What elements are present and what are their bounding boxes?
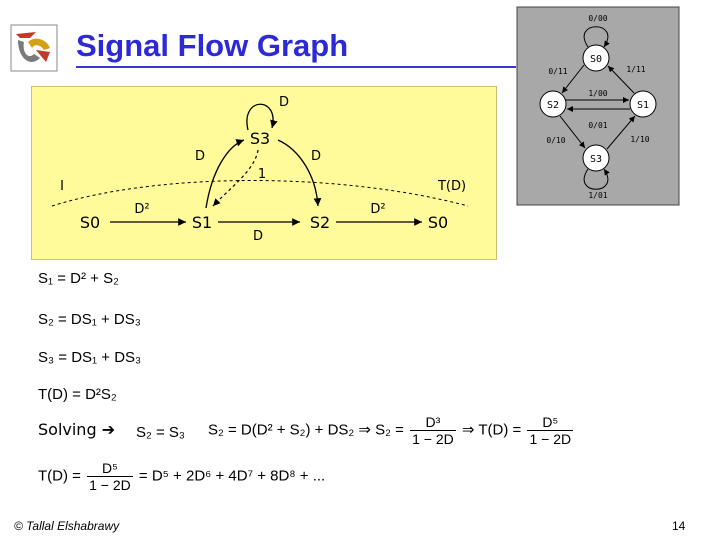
branch-label-top-loop: D: [279, 95, 289, 110]
edge-label-s0-self: 0/00: [588, 14, 607, 23]
equation-solution: S₂ = D(D² + S₂) + DS₂ ⇒ S₂ = D³ 1 − 2D ⇒…: [208, 414, 575, 447]
branch-s3-s1-dashed: [212, 149, 259, 207]
slide-title: Signal Flow Graph: [76, 28, 349, 63]
edge-label-s3-self: 1/01: [588, 191, 607, 200]
state-label-s2: S2: [547, 100, 559, 111]
title-underline: [76, 66, 516, 68]
state-node-s3: [582, 144, 610, 172]
state-node-s2: [539, 90, 567, 118]
series-lhs: T(D) =: [38, 467, 81, 485]
edge-label-s2-s1: 1/00: [588, 89, 607, 98]
branch-input-dashed: [51, 180, 469, 207]
branch-s3-self-loop: [246, 103, 278, 131]
edge-label-s1-s2: 0/01: [588, 121, 607, 130]
branch-label-s2-s0: D²: [370, 202, 385, 217]
signal-flow-graph-panel: [31, 86, 497, 260]
state-node-s1: [629, 90, 657, 118]
branch-s3-s2: [277, 139, 322, 207]
input-label: I: [60, 179, 64, 194]
flow-node-s1: S1: [192, 213, 212, 232]
flow-node-s3: S3: [250, 129, 270, 148]
branch-label-s1-s3: D: [195, 149, 205, 164]
branch-label-s3-s2: D: [311, 149, 321, 164]
fraction-series-denominator: 1 − 2D: [89, 477, 131, 493]
state-label-s0: S0: [590, 54, 602, 65]
fraction-s2-numerator: D³: [410, 414, 456, 431]
flow-node-s0-output: S0: [428, 213, 448, 232]
state-label-s1: S1: [637, 100, 649, 111]
equation-s1: S₁ = D² + S₂: [38, 270, 119, 287]
state-label-s3: S3: [590, 154, 602, 165]
equation-transfer-function: T(D) = D²S₂: [38, 386, 117, 403]
fraction-series-numerator: D⁵: [87, 460, 133, 477]
output-label: T(D): [437, 179, 466, 194]
equation-s3: S₃ = DS₁ + DS₃: [38, 349, 142, 366]
fraction-s2: D³ 1 − 2D: [410, 414, 456, 447]
equation-series-expansion: T(D) = D⁵ 1 − 2D = D⁵ + 2D⁶ + 4D⁷ + 8D⁸ …: [38, 460, 325, 493]
equation-s2: S₂ = DS₁ + DS₃: [38, 311, 141, 328]
equation-s2-equals-s3: S₂ = S₃: [136, 424, 186, 441]
edge-label-s0-s2: 0/11: [548, 67, 567, 76]
state-edge-s1-s0: [607, 65, 635, 94]
state-node-s0: [582, 44, 610, 72]
flow-node-s2: S2: [310, 213, 330, 232]
solving-label: Solving ➔: [38, 420, 116, 439]
branch-s1-s3: [205, 139, 245, 209]
fraction-td-denominator: 1 − 2D: [529, 431, 572, 447]
equation-solution-lhs: S₂ = D(D² + S₂) + DS₂ ⇒ S₂ =: [208, 421, 404, 439]
edge-label-s3-s1: 1/10: [630, 135, 649, 144]
fraction-s2-denominator: 1 − 2D: [412, 431, 454, 447]
edge-label-s1-s0: 1/11: [626, 65, 645, 74]
branch-label-s3-s1: 1: [258, 167, 266, 182]
flow-node-s0-input: S0: [80, 213, 100, 232]
fraction-td-numerator: D⁵: [527, 414, 574, 431]
state-edge-s0-s2: [561, 64, 585, 94]
edge-label-s2-s3: 0/10: [546, 136, 565, 145]
branch-label-s1-s2: D: [253, 229, 263, 244]
university-logo: [10, 24, 58, 72]
state-edge-s0-self: [583, 26, 610, 48]
state-edge-s3-s1: [606, 115, 636, 150]
state-edge-s2-s3: [559, 115, 586, 149]
branch-label-s0-s1: D²: [134, 202, 149, 217]
page-number: 14: [672, 519, 686, 533]
fraction-td: D⁵ 1 − 2D: [527, 414, 574, 447]
equation-solution-arrow: ⇒ T(D) =: [461, 421, 522, 439]
state-edge-s3-self: [583, 168, 610, 190]
fraction-series: D⁵ 1 − 2D: [87, 460, 133, 493]
series-rhs: = D⁵ + 2D⁶ + 4D⁷ + 8D⁸ + ...: [138, 467, 326, 485]
footer-copyright: © Tallal Elshabrawy: [14, 519, 120, 533]
